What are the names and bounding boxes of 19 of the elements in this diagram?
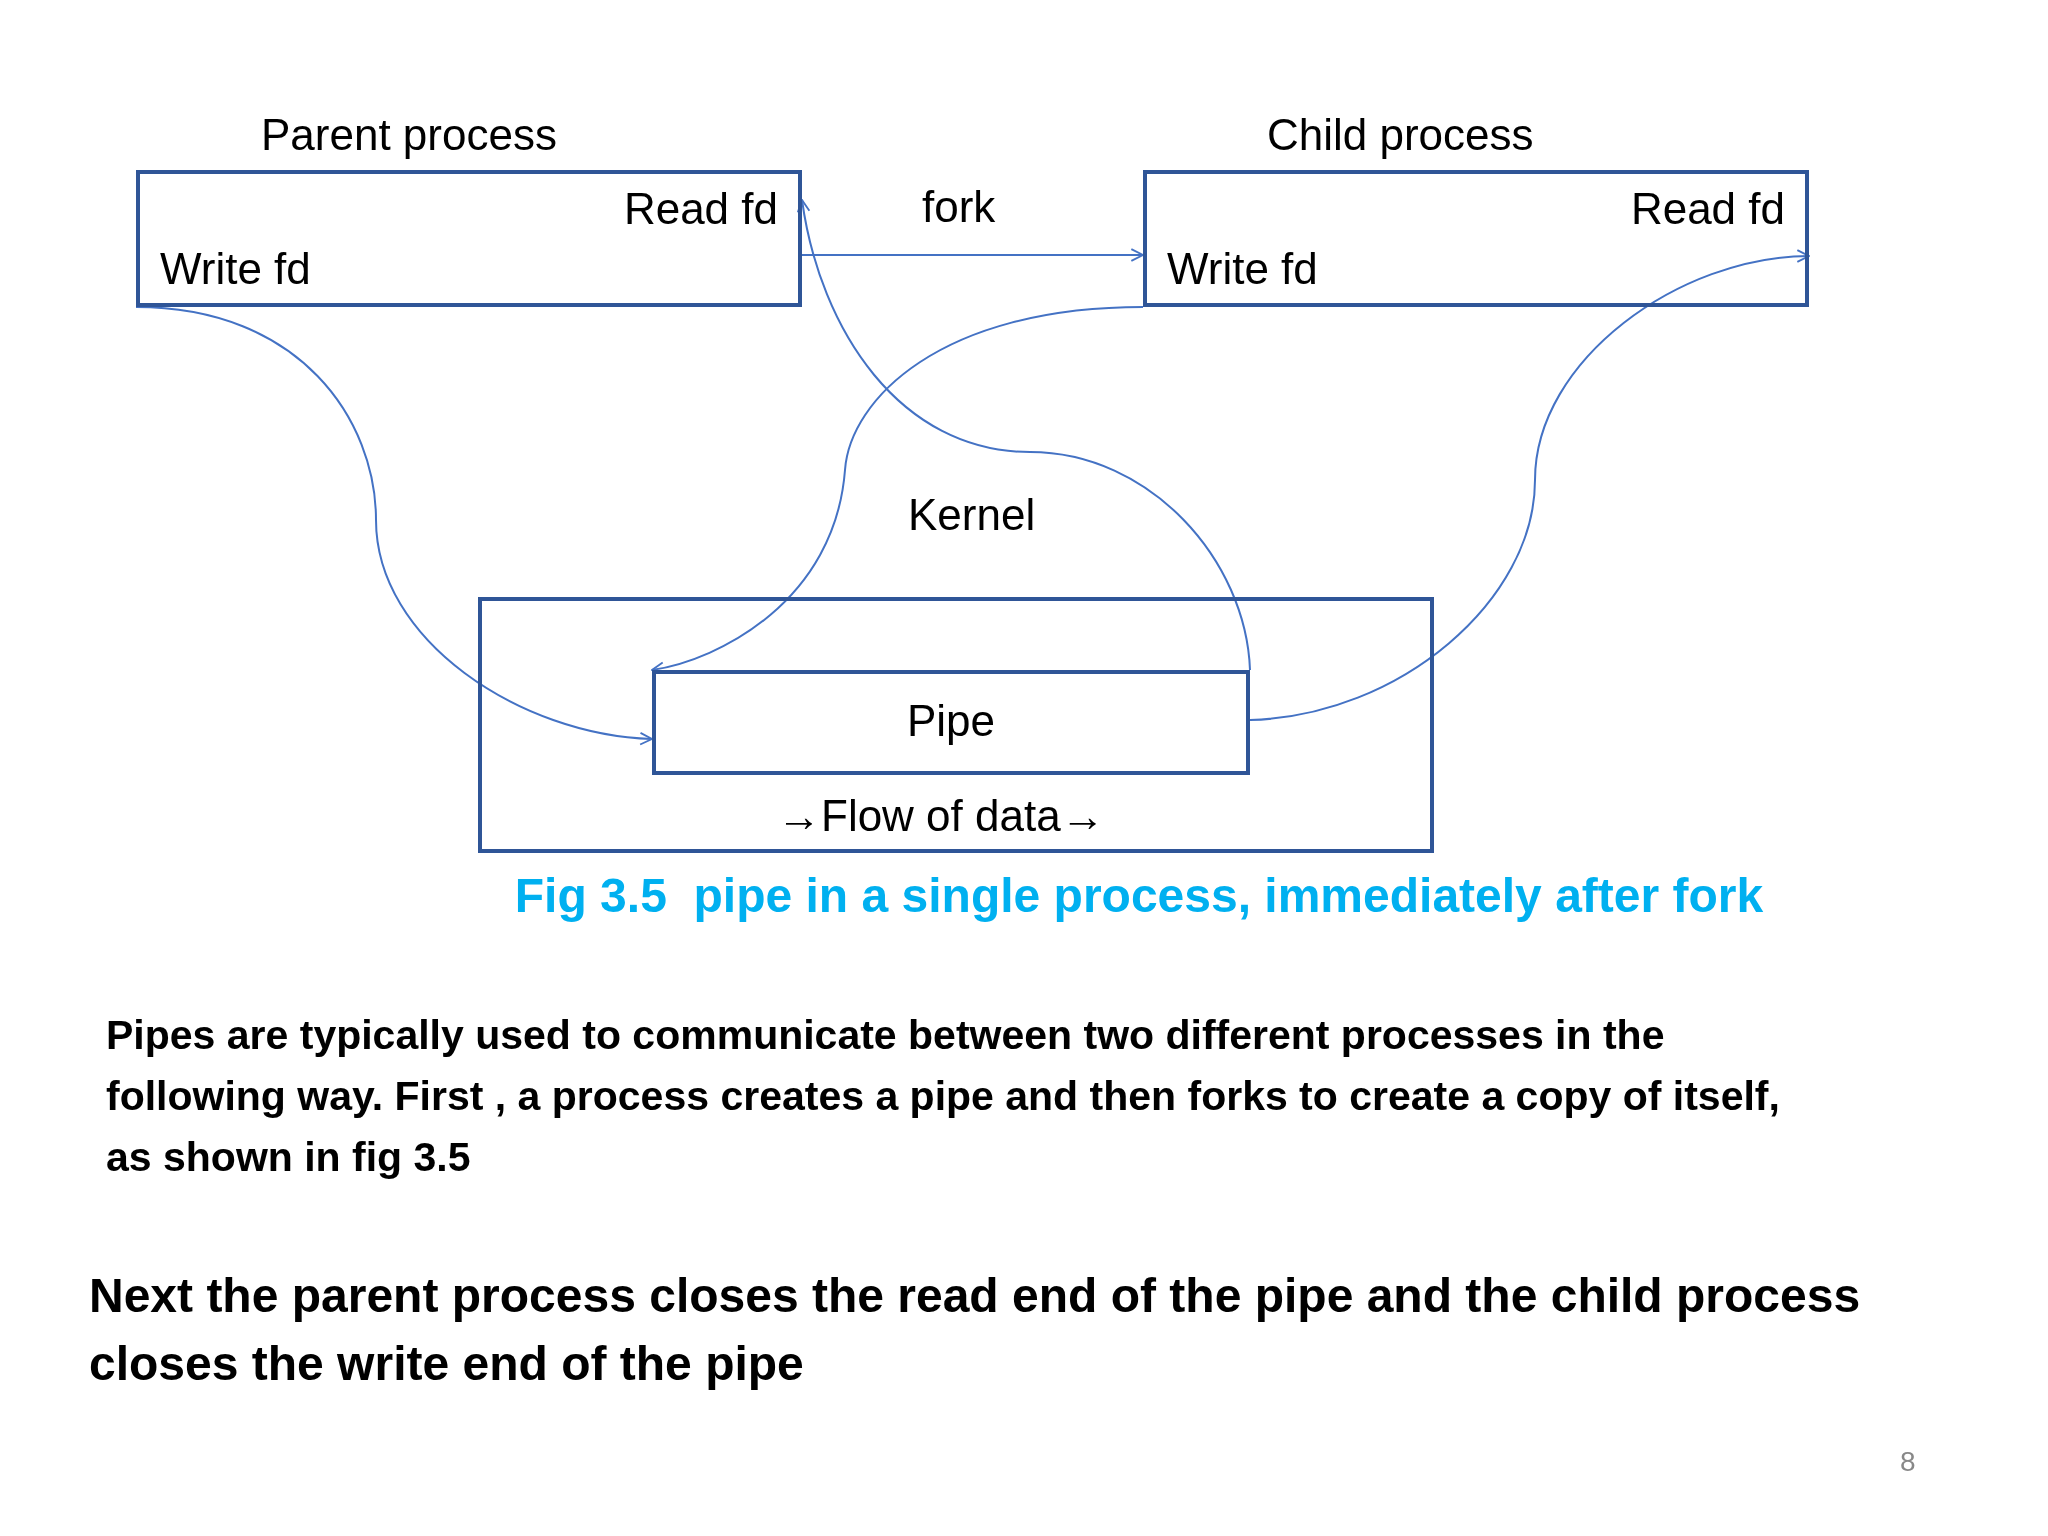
fd-label: Read fd	[623, 184, 778, 234]
fd-label: Write fd	[1167, 244, 1318, 294]
arrow	[801, 248, 1144, 262]
body-paragraph: Pipes are typically used to communicate between two different processes in the following way. First , a process creates a pipe and then forks to create a copy of itself, as shown in fig 3.5	[106, 1011, 1781, 1182]
edge-label: fork	[922, 182, 996, 232]
fd-label: Read fd	[1630, 184, 1785, 234]
arrow	[135, 306, 653, 745]
kernel-title: Kernel	[908, 490, 1036, 540]
arrow	[1249, 250, 1810, 721]
fd-label: Write fd	[160, 244, 311, 294]
flow-label: →Flow of data→	[777, 791, 1105, 841]
figure-caption: Fig 3.5 pipe in a single process, immediately after fork	[513, 868, 1765, 923]
pipe-box	[652, 670, 1250, 775]
pipe-label: Pipe	[905, 696, 997, 746]
arrow	[797, 199, 1251, 671]
page-number: 8	[1900, 1445, 1916, 1479]
process-title: Child process	[1267, 110, 1534, 160]
body-paragraph: Next the parent process closes the read end of the pipe and the child process closes the write end of the pipe	[89, 1268, 1862, 1392]
process-title: Parent process	[261, 110, 557, 160]
